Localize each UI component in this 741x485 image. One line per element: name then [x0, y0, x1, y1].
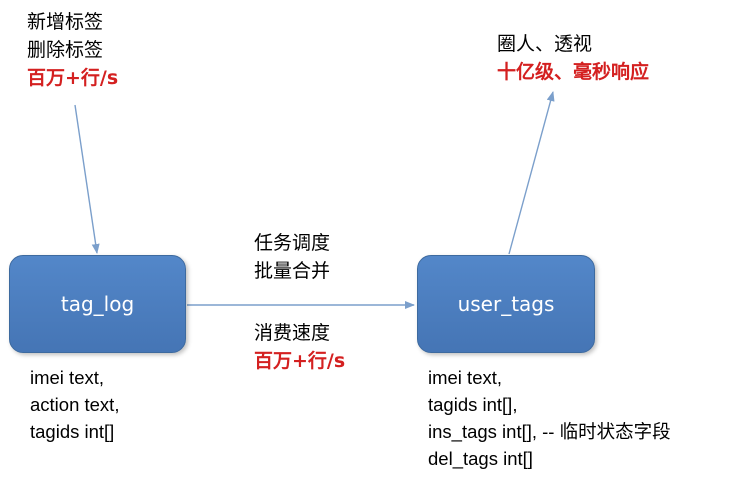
output-highlight: 十亿级、毫秒响应 [497, 61, 650, 83]
speed-annotation: 消费速度 百万+行/s [254, 319, 345, 375]
user-tags-node: user_tags [417, 255, 595, 353]
output-annotation: 圈人、透视 十亿级、毫秒响应 [497, 30, 649, 86]
schema-field: tagids int[], [428, 394, 518, 415]
schema-field: action text, [30, 394, 120, 415]
user-tags-label: user_tags [457, 292, 555, 316]
speed-line: 消费速度 [254, 322, 331, 344]
tag-log-node: tag_log [9, 255, 186, 353]
input-arrow [74, 104, 100, 254]
schema-field: imei text, [428, 367, 503, 388]
job-line-schedule: 任务调度 [254, 232, 331, 254]
tag-log-schema: imei text, action text, tagids int[] [30, 364, 119, 445]
job-line-merge: 批量合并 [254, 260, 331, 282]
input-rate: 百万+行/s [27, 67, 119, 89]
job-annotation: 任务调度 批量合并 [254, 229, 330, 285]
speed-rate: 百万+行/s [254, 350, 346, 372]
input-annotation: 新增标签 删除标签 百万+行/s [27, 8, 118, 92]
output-arrow [508, 91, 555, 255]
output-line: 圈人、透视 [497, 33, 593, 55]
schema-field: del_tags int[] [428, 448, 533, 469]
schema-field: imei text, [30, 367, 105, 388]
input-line-add: 新增标签 [27, 11, 104, 33]
user-tags-schema: imei text, tagids int[], ins_tags int[],… [428, 364, 671, 472]
tag-log-label: tag_log [60, 292, 135, 316]
input-line-delete: 删除标签 [27, 39, 104, 61]
schema-field: tagids int[] [30, 421, 115, 442]
schema-field: ins_tags int[], -- 临时状态字段 [428, 421, 671, 442]
